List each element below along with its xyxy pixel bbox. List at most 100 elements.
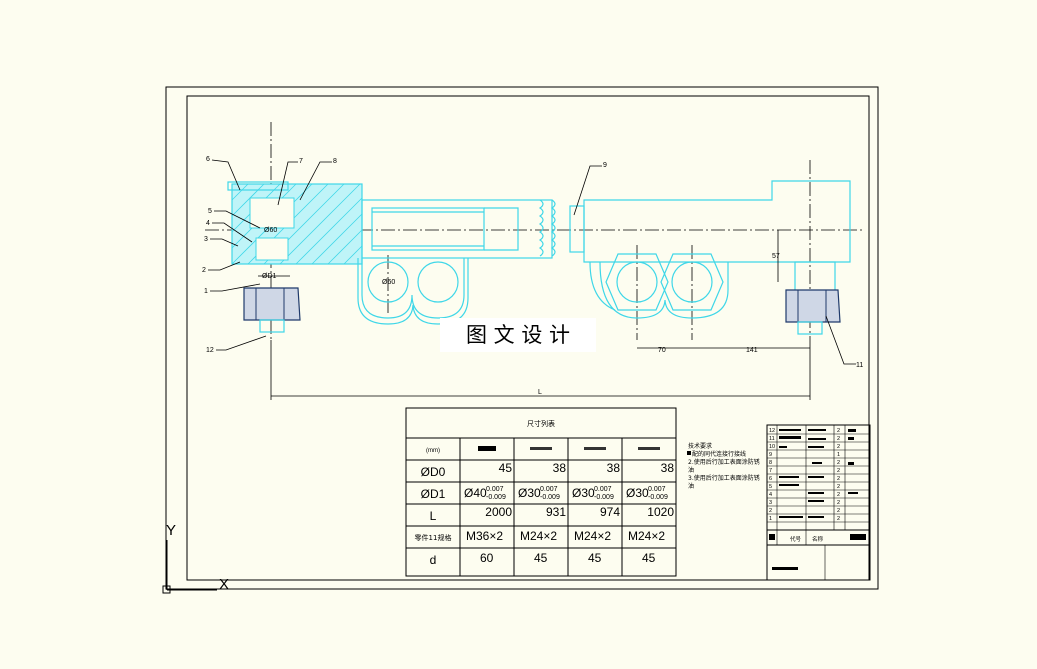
cell-d1-1-sup: 0.007 (486, 486, 504, 493)
dim-70: 70 (658, 347, 666, 354)
cell-d0-1: 45 (499, 461, 513, 475)
callout-labels: 6 7 8 9 5 4 3 2 1 12 11 (202, 156, 863, 369)
cell-d1-1: Ø40 (464, 486, 487, 500)
ucs-y-label: Y (166, 522, 176, 539)
callout-3: 3 (204, 236, 208, 243)
callout-9: 9 (603, 162, 607, 169)
cell-d-1: 60 (480, 551, 494, 565)
callout-4: 4 (206, 220, 210, 227)
row-label-d0: ØD0 (421, 465, 446, 479)
cell-l-4: 1020 (647, 505, 674, 519)
inner-frame (186, 95, 870, 581)
bom-footer-code: 代号 (790, 535, 802, 543)
svg-text:2: 2 (837, 508, 840, 514)
dim-d1: ØD1 (262, 273, 277, 280)
cell-d1-3-sup: 0.007 (594, 486, 612, 493)
notes-title: 技术要求 (688, 442, 712, 450)
bom-footer-name: 名称 (812, 535, 824, 543)
left-nut-icon (243, 287, 301, 333)
row-label-d: d (430, 553, 437, 567)
cell-d-2: 45 (534, 551, 548, 565)
watermark-box (440, 318, 596, 352)
svg-text:2: 2 (837, 444, 840, 450)
cell-d1-2-sub: -0.009 (540, 494, 560, 501)
threaded-rod (361, 199, 585, 259)
header-cell-3 (584, 447, 606, 450)
svg-text:2: 2 (837, 428, 840, 434)
callout-6: 6 (206, 156, 210, 163)
header-cell-2 (530, 447, 552, 450)
svg-text:8: 8 (769, 460, 772, 466)
cell-part11-1: M36×2 (466, 529, 503, 543)
cell-d1-2-sup: 0.007 (540, 486, 558, 493)
callout-8: 8 (333, 158, 337, 165)
cell-d-4: 45 (642, 551, 656, 565)
svg-text:6: 6 (769, 476, 772, 482)
notes-line-2: 2.使用后行加工表面涂防锈 (688, 458, 760, 466)
cell-d0-2: 38 (553, 461, 567, 475)
table-unit: (mm) (426, 448, 440, 454)
outer-frame (165, 86, 879, 590)
watermark-text: 图 文 设 计 (466, 323, 570, 347)
svg-text:2: 2 (837, 476, 840, 482)
cell-d0-4: 38 (661, 461, 675, 475)
right-nut-icon (785, 289, 841, 335)
callout-11: 11 (856, 362, 863, 369)
cell-d1-2: Ø30 (518, 486, 541, 500)
row-label-part11: 零件11规格 (415, 533, 452, 542)
dim-57: 57 (772, 253, 780, 260)
cell-d0-3: 38 (607, 461, 621, 475)
svg-text:2: 2 (769, 508, 772, 514)
dim-l: L (538, 389, 542, 396)
notes-line-1: 配的同代连接行接线 (692, 450, 746, 458)
svg-text:2: 2 (837, 500, 840, 506)
svg-text:1: 1 (769, 516, 772, 522)
svg-text:3: 3 (769, 500, 772, 506)
svg-text:2: 2 (837, 484, 840, 490)
size-table: 尺寸列表 (mm) ØD0 ØD1 L 零件11规格 d 45 38 38 38… (405, 407, 677, 577)
svg-text:10: 10 (769, 444, 775, 450)
svg-text:2: 2 (837, 460, 840, 466)
callout-2: 2 (202, 267, 206, 274)
right-body (583, 180, 851, 319)
cell-d1-3-sub: -0.009 (594, 494, 614, 501)
svg-text:7: 7 (769, 468, 772, 474)
cell-l-3: 974 (600, 505, 620, 519)
cell-d1-4: Ø30 (626, 486, 649, 500)
dim-d0: Ø60 (382, 279, 395, 286)
cell-d1-1-sub: -0.009 (486, 494, 506, 501)
notes-line-5: 油 (688, 482, 694, 490)
header-cell-4 (638, 447, 660, 450)
leader-lines (208, 159, 856, 365)
svg-text:4: 4 (769, 492, 772, 498)
cell-part11-2: M24×2 (520, 529, 557, 543)
left-body-section (227, 181, 363, 265)
row-label-l: L (430, 509, 437, 523)
svg-text:9: 9 (769, 452, 772, 458)
cell-d1-4-sup: 0.007 (648, 486, 666, 493)
svg-text:2: 2 (837, 516, 840, 522)
svg-text:1: 1 (837, 452, 840, 458)
technical-notes: 技术要求 配的同代连接行接线 2.使用后行加工表面涂防锈 油 3.使用后行加工表… (687, 442, 760, 490)
callout-1: 1 (204, 288, 208, 295)
cell-d1-3: Ø30 (572, 486, 595, 500)
ucs-x-label: X (219, 576, 229, 593)
rod-lower-loops (357, 258, 469, 325)
svg-text:2: 2 (837, 492, 840, 498)
table-title: 尺寸列表 (527, 419, 555, 428)
cell-l-2: 931 (546, 505, 566, 519)
notes-line-3: 油 (688, 466, 694, 474)
cell-l-1: 2000 (485, 505, 512, 519)
dim-141: 141 (746, 347, 758, 354)
row-label-d1: ØD1 (421, 487, 446, 501)
svg-text:12: 12 (769, 428, 775, 434)
cell-d1-4-sub: -0.009 (648, 494, 668, 501)
callout-5: 5 (208, 208, 212, 215)
svg-text:2: 2 (837, 436, 840, 442)
svg-text:11: 11 (769, 436, 775, 442)
svg-text:2: 2 (837, 468, 840, 474)
dim-d60: Ø60 (264, 227, 277, 234)
dimension-lines (258, 230, 811, 400)
